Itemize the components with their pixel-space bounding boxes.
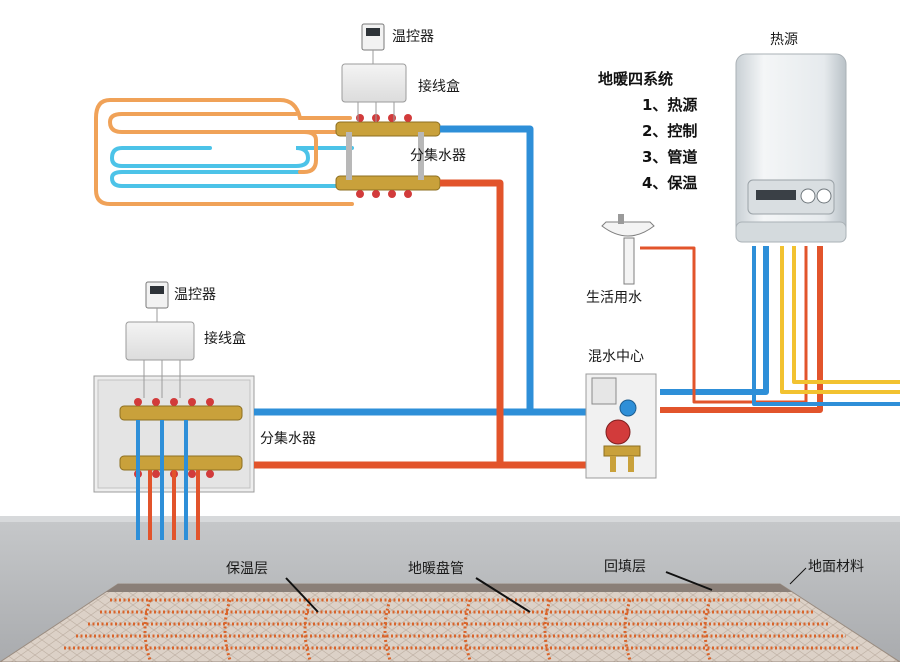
yellow-gas-2 xyxy=(792,246,900,384)
loop-inner-orange-2 xyxy=(298,130,318,174)
lower-thermostat xyxy=(145,281,169,322)
system-list: 地暖四系统 1、热源 2、控制 3、管道 4、保温 xyxy=(598,66,697,196)
blue-boiler-to-mixing xyxy=(660,246,769,395)
red-boiler-domestic xyxy=(640,246,808,404)
backfill-band xyxy=(106,584,792,592)
label-floor-heating-pipe: 地暖盘管 xyxy=(408,561,464,577)
label-domestic-water: 生活用水 xyxy=(586,290,642,306)
upper-manifold xyxy=(335,114,441,198)
system-list-item: 2、控制 xyxy=(642,122,698,140)
boiler xyxy=(735,53,847,243)
blue-supply-upper xyxy=(254,125,534,416)
floor-heating-coil xyxy=(64,598,860,661)
loop-outer-orange xyxy=(94,98,354,206)
mixing-center-unit xyxy=(585,373,657,479)
system-list-item: 4、保温 xyxy=(642,174,698,192)
loop-inner-blue-1 xyxy=(109,146,354,168)
blue-cold-in xyxy=(752,246,900,406)
upper-heating-loop xyxy=(94,98,354,206)
red-boiler-to-mixing xyxy=(660,246,823,413)
floor-structure xyxy=(0,516,900,662)
label-junction-box-bottom: 接线盒 xyxy=(204,331,246,347)
lower-manifold-cabinet xyxy=(93,375,255,540)
label-insulation-layer: 保温层 xyxy=(226,561,268,577)
sink xyxy=(601,214,655,285)
lower-junction-box xyxy=(125,321,195,398)
system-list-item: 1、热源 xyxy=(642,96,698,114)
label-junction-box-top: 接线盒 xyxy=(418,79,460,95)
loop-inner-orange xyxy=(107,112,354,134)
system-list-title: 地暖四系统 xyxy=(598,70,674,88)
pipe-network xyxy=(254,125,900,469)
upper-junction-box xyxy=(341,63,407,122)
label-thermostat-bottom: 温控器 xyxy=(174,287,216,303)
label-heat-source: 热源 xyxy=(770,32,798,48)
label-mixing-center: 混水中心 xyxy=(588,349,644,365)
yellow-gas-1 xyxy=(780,246,900,394)
label-backfill-layer: 回填层 xyxy=(604,559,646,575)
label-manifold-bottom: 分集水器 xyxy=(260,431,316,447)
red-return-upper xyxy=(254,179,504,469)
label-floor-material: 地面材料 xyxy=(808,559,864,575)
loop-inner-blue-2 xyxy=(109,170,354,188)
label-thermostat-top: 温控器 xyxy=(392,29,434,45)
floor-slab-top-edge xyxy=(0,516,900,522)
system-list-item: 3、管道 xyxy=(642,148,698,166)
upper-thermostat xyxy=(361,23,385,64)
label-manifold-top: 分集水器 xyxy=(410,148,466,164)
